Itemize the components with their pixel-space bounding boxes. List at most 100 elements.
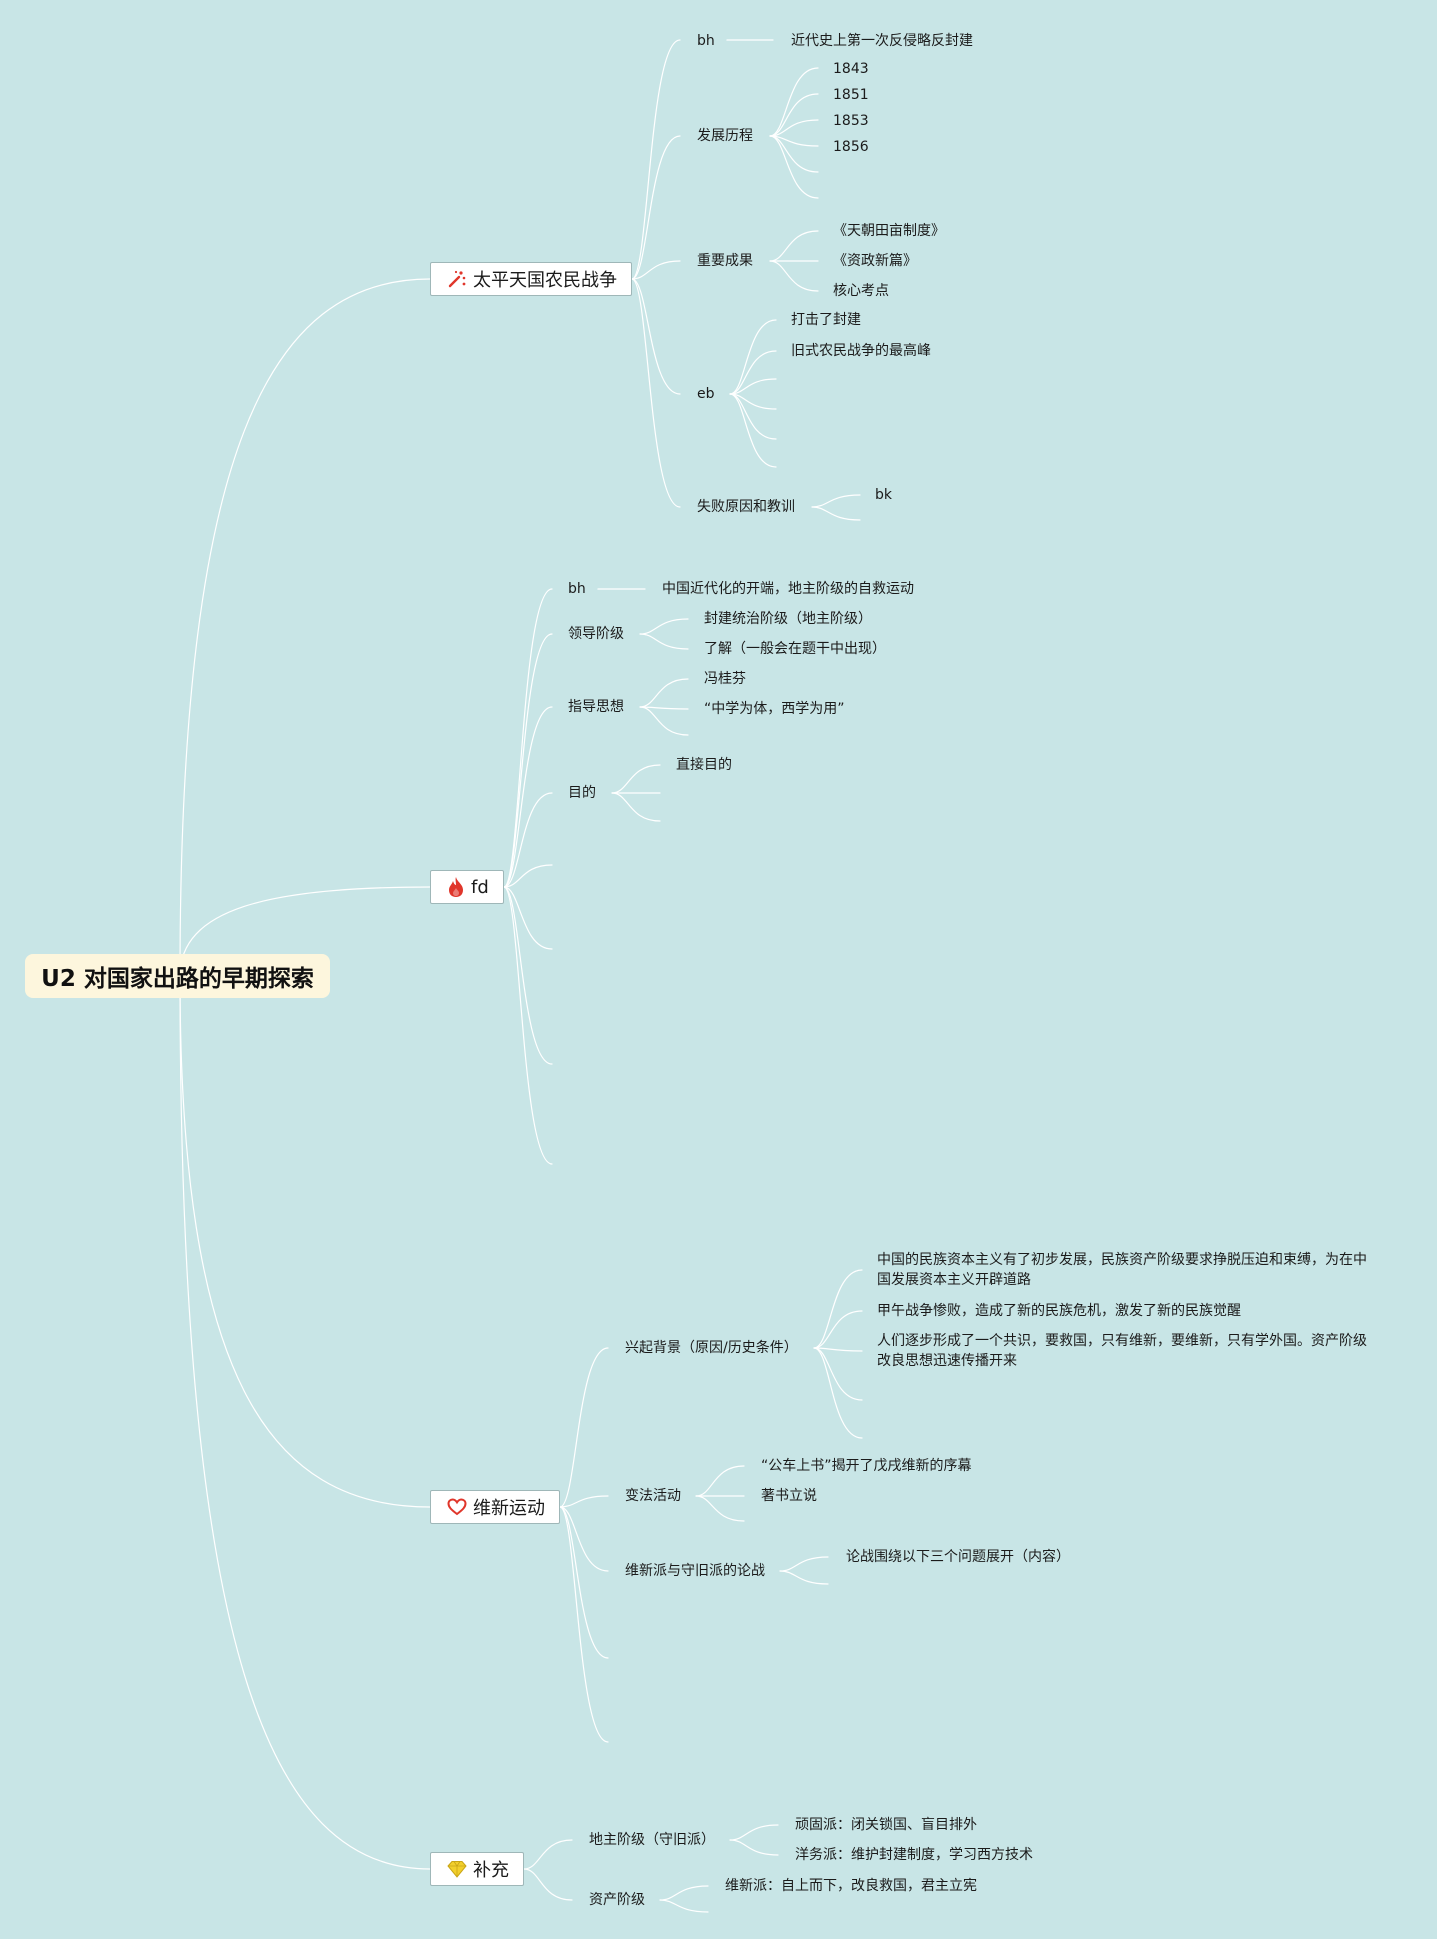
b3-bg-item[interactable]: 人们逐步形成了一个共识，要救国，只有维新，要维新，只有学外国。资产阶级改良思想迅… [877, 1333, 1367, 1369]
connector-line [631, 135, 681, 280]
b1-eb[interactable]: eb [697, 386, 715, 402]
connector-line [769, 67, 819, 137]
branch-reform[interactable]: 维新运动 [430, 1490, 560, 1524]
branch-taiping-label: 太平天国农民战争 [473, 270, 617, 291]
connector-line [813, 1347, 863, 1401]
connector-line [729, 393, 777, 468]
b1-fail-item[interactable]: bk [875, 487, 892, 503]
connector-line [659, 1885, 709, 1901]
b2-lead[interactable]: 领导阶级 [568, 626, 624, 642]
b1-bh-text[interactable]: 近代史上第一次反侵略反封建 [791, 33, 973, 49]
connector-line [811, 506, 861, 521]
connector-line [729, 319, 777, 395]
b1-achieve-item[interactable]: 核心考点 [833, 283, 889, 299]
branch-fd[interactable]: fd [430, 870, 504, 904]
connector-line [813, 1310, 863, 1349]
b1-fail[interactable]: 失败原因和教训 [697, 499, 795, 515]
b2-lead-item[interactable]: 了解（一般会在题干中出现） [704, 641, 886, 657]
connector-line [769, 135, 819, 199]
b2-idea[interactable]: 指导思想 [568, 699, 624, 715]
b2-bh[interactable]: bh [568, 581, 586, 597]
connector-line [631, 278, 681, 508]
connector-line [769, 135, 819, 173]
b3-bg[interactable]: 兴起背景（原因/历史条件） [625, 1340, 798, 1356]
b3-act-item[interactable]: “公车上书”揭开了戊戌维新的序幕 [761, 1458, 972, 1474]
b3-bg-item[interactable]: 中国的民族资本主义有了初步发展，民族资产阶级要求挣脱压迫和束缚，为在中国发展资本… [877, 1252, 1367, 1288]
b4-landlord-item[interactable]: 洋务派：维护封建制度，学习西方技术 [795, 1847, 1033, 1863]
b2-idea-item[interactable]: “中学为体，西学为用” [704, 701, 845, 717]
b2-purpose[interactable]: 目的 [568, 785, 596, 801]
b1-bh[interactable]: bh [697, 33, 715, 49]
connector-line [179, 886, 431, 977]
branch-supplement-label: 补充 [473, 1860, 509, 1881]
b4-bourgeois-item[interactable]: 维新派：自上而下，改良救国，君主立宪 [725, 1878, 977, 1894]
connector-line [729, 350, 777, 395]
connector-line [559, 1347, 609, 1508]
connector-line [559, 1495, 609, 1508]
connector-line [659, 1899, 709, 1913]
b4-bourgeois[interactable]: 资产阶级 [589, 1892, 645, 1908]
sparkle-icon [447, 269, 467, 289]
heart-icon [447, 1498, 467, 1516]
connector-line [639, 633, 689, 650]
b1-year[interactable]: 1843 [833, 61, 869, 77]
branch-taiping[interactable]: 太平天国农民战争 [430, 262, 632, 296]
b1-eb-item[interactable]: 旧式农民战争的最高峰 [791, 343, 931, 359]
b1-year[interactable]: 1853 [833, 113, 869, 129]
b3-debate[interactable]: 维新派与守旧派的论战 [625, 1563, 765, 1579]
connector-line [811, 494, 861, 508]
connector-line [639, 706, 689, 736]
connector-line [813, 1347, 863, 1352]
b4-landlord-item[interactable]: 顽固派：闭关锁国、盲目排外 [795, 1817, 977, 1833]
connector-line [631, 260, 681, 280]
connector-line [769, 260, 819, 292]
connector-line [503, 792, 553, 888]
connector-line [179, 975, 431, 1870]
connector-line [729, 1839, 779, 1856]
b2-lead-item[interactable]: 封建统治阶级（地主阶级） [704, 611, 872, 627]
connector-line [631, 39, 681, 280]
b1-dev[interactable]: 发展历程 [697, 128, 753, 144]
b1-year[interactable]: 1851 [833, 87, 869, 103]
connector-line [179, 975, 431, 1508]
connector-line [813, 1347, 863, 1439]
connector-line [631, 278, 681, 395]
connector-line [559, 1506, 609, 1743]
b1-achieve[interactable]: 重要成果 [697, 253, 753, 269]
b3-act[interactable]: 变法活动 [625, 1488, 681, 1504]
b3-debate-item[interactable]: 论战围绕以下三个问题展开（内容） [846, 1549, 1070, 1565]
b2-purpose-item[interactable]: 直接目的 [676, 757, 732, 773]
connector-line [769, 230, 819, 262]
connector-line [695, 1465, 745, 1497]
b4-landlord[interactable]: 地主阶级（守旧派） [589, 1832, 715, 1848]
b1-year[interactable]: 1856 [833, 139, 869, 155]
b3-bg-item[interactable]: 甲午战争惨败，造成了新的民族危机，激发了新的民族觉醒 [877, 1303, 1241, 1319]
branch-supplement[interactable]: 补充 [430, 1852, 524, 1886]
connector-line [639, 678, 689, 708]
connector-line [503, 864, 553, 888]
connector-line [729, 378, 777, 395]
connector-line [523, 1868, 573, 1901]
connector-line [729, 393, 777, 410]
connector-line [611, 764, 661, 794]
diamond-icon [447, 1860, 467, 1878]
branch-fd-label: fd [471, 876, 489, 898]
b2-bh-text[interactable]: 中国近代化的开端，地主阶级的自救运动 [662, 581, 914, 597]
b1-achieve-item[interactable]: 《天朝田亩制度》 [833, 223, 945, 239]
connector-line [695, 1495, 745, 1522]
root-topic[interactable]: U2 对国家出路的早期探索 [25, 954, 330, 998]
connector-line [769, 93, 819, 137]
connector-line [503, 886, 553, 1065]
b1-achieve-item[interactable]: 《资政新篇》 [833, 253, 917, 269]
connector-line [523, 1839, 573, 1870]
connector-line [639, 618, 689, 635]
connector-line [559, 1506, 609, 1659]
b1-eb-item[interactable]: 打击了封建 [791, 312, 861, 328]
branch-reform-label: 维新运动 [473, 1498, 545, 1519]
connector-line [769, 119, 819, 137]
connector-line [179, 278, 431, 977]
b3-act-item[interactable]: 著书立说 [761, 1488, 817, 1504]
connector-line [503, 633, 553, 888]
b2-idea-item[interactable]: 冯桂芬 [704, 671, 746, 687]
